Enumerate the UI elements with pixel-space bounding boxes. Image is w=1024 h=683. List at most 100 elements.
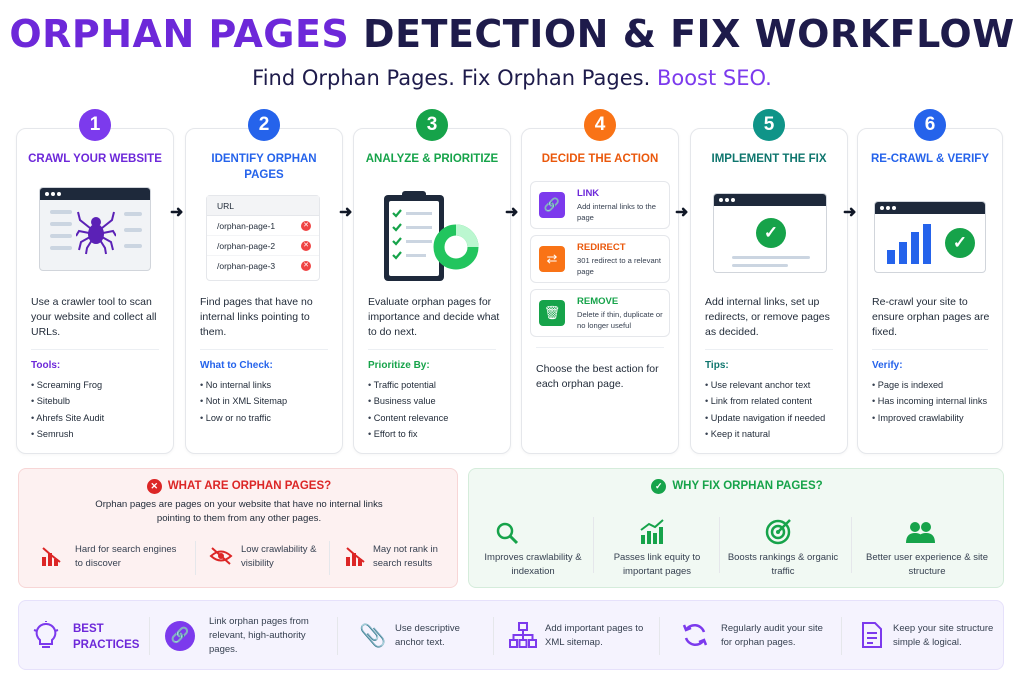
refresh-icon <box>681 621 709 649</box>
divider <box>719 517 720 573</box>
page-title: ORPHAN PAGES DETECTION & FIX WORKFLOW <box>9 12 1015 56</box>
x-circle-icon: ✕ <box>146 479 162 494</box>
divider <box>593 517 594 573</box>
list-item: Keep it natural <box>705 426 839 442</box>
search-icon <box>495 521 519 545</box>
arrow-right-icon: ➜ <box>843 204 857 221</box>
divider <box>841 617 842 655</box>
step-description: Choose the best action for each orphan p… <box>536 363 659 390</box>
list-item: Page is indexed <box>872 377 994 393</box>
step-illustration: URL /orphan-page-1✕ /orphan-page-2✕ /orp… <box>186 185 344 285</box>
step-illustration: ✓ <box>858 185 1004 285</box>
benefit-item: Improves crawlability & indexation <box>484 552 582 577</box>
bar-chart-down-icon <box>345 545 367 567</box>
bar-chart-down-icon <box>41 545 63 567</box>
step-subheading: Prioritize By: <box>368 360 430 371</box>
divider <box>659 617 660 655</box>
target-icon <box>765 517 793 545</box>
list-item: Ahrefs Site Audit <box>31 410 165 426</box>
arrow-right-icon: ➜ <box>170 204 184 221</box>
clipboard-icon <box>384 191 479 281</box>
action-card-remove: 🗑 REMOVE Delete if thin, duplicate or no… <box>530 289 670 337</box>
list-item: Semrush <box>31 426 165 442</box>
check-circle-icon: ✓ <box>651 479 667 494</box>
list-item: Traffic potential <box>368 377 502 393</box>
benefit-item: Boosts rankings & organic traffic <box>727 552 839 577</box>
x-circle-icon: ✕ <box>301 241 311 251</box>
best-practice-item: Keep your site structure simple & logica… <box>893 623 994 648</box>
panel-description: Orphan pages are pages on your website t… <box>95 499 383 524</box>
browser-window: ✓ <box>713 193 827 273</box>
divider <box>149 617 150 655</box>
divider <box>705 349 833 350</box>
step-subheading: Verify: <box>872 360 903 371</box>
x-circle-icon: ✕ <box>301 261 311 271</box>
step-description: Re-crawl your site to ensure orphan page… <box>872 296 990 338</box>
bar-chart-icon <box>887 224 931 264</box>
list-item: Business value <box>368 393 502 409</box>
divider <box>493 617 494 655</box>
document-icon <box>861 621 883 649</box>
url-table: URL /orphan-page-1✕ /orphan-page-2✕ /orp… <box>206 195 320 281</box>
panel-title: ✕WHAT ARE ORPHAN PAGES? <box>19 479 459 494</box>
list-item: No internal links <box>200 377 334 393</box>
best-practice-item: Link orphan pages from relevant, high-au… <box>209 616 309 655</box>
users-icon <box>905 519 935 545</box>
arrow-right-icon: ➜ <box>505 204 519 221</box>
step-description: Find pages that have no internal links p… <box>200 296 313 338</box>
divider <box>195 541 196 575</box>
divider <box>851 517 852 573</box>
step-title: IDENTIFY ORPHAN PAGES <box>211 153 317 181</box>
best-practices-title: BEST PRACTICES <box>73 623 140 651</box>
step-list: Traffic potential Business value Content… <box>368 377 502 443</box>
divider <box>31 349 159 350</box>
list-item: Sitebulb <box>31 393 165 409</box>
step-title: IMPLEMENT THE FIX <box>711 153 827 165</box>
step-subheading: What to Check: <box>200 360 273 371</box>
step-subheading: Tools: <box>31 360 61 371</box>
list-item: Low or no traffic <box>200 410 334 426</box>
list-item: Update navigation if needed <box>705 410 839 426</box>
why-fix-orphan-pages-panel: ✓WHY FIX ORPHAN PAGES? Improves crawlabi… <box>468 468 1004 588</box>
step-list: No internal links Not in XML Sitemap Low… <box>200 377 334 426</box>
table-row: /orphan-page-1✕ <box>207 216 319 236</box>
list-item: Has incoming internal links <box>872 393 994 409</box>
list-item: Not in XML Sitemap <box>200 393 334 409</box>
step-title: ANALYZE & PRIORITIZE <box>365 153 499 165</box>
best-practices-panel: BEST PRACTICES 🔗 Link orphan pages from … <box>18 600 1004 670</box>
divider <box>337 617 338 655</box>
action-card-redirect: ⇄ REDIRECT 301 redirect to a relevant pa… <box>530 235 670 283</box>
step-illustration: ✓ <box>691 185 849 285</box>
growth-chart-icon <box>639 519 665 545</box>
divider <box>200 349 328 350</box>
best-practice-item: Add important pages to XML sitemap. <box>545 623 644 648</box>
step-number-badge: 3 <box>416 109 448 141</box>
step-number-badge: 5 <box>753 109 785 141</box>
list-item: Link from related content <box>705 393 839 409</box>
browser-window: ✓ <box>874 201 986 273</box>
step-card-5: 5 IMPLEMENT THE FIX ✓ Add internal links… <box>690 109 849 454</box>
arrow-right-icon: ➜ <box>339 204 353 221</box>
table-row: /orphan-page-2✕ <box>207 236 319 256</box>
step-title: RE-CRAWL & VERIFY <box>871 153 989 165</box>
step-description: Use a crawler tool to scan your website … <box>31 296 157 338</box>
problem-item: Hard for search engines to discover <box>75 544 177 569</box>
arrow-right-icon: ➜ <box>675 204 689 221</box>
step-card-2: 2 IDENTIFY ORPHAN PAGES URL /orphan-page… <box>185 109 344 454</box>
list-item: Effort to fix <box>368 426 502 442</box>
paperclip-icon: 📎 <box>359 623 387 648</box>
benefit-item: Passes link equity to important pages <box>613 552 701 577</box>
step-list: Use relevant anchor text Link from relat… <box>705 377 839 443</box>
step-number-badge: 6 <box>914 109 946 141</box>
step-number-badge: 2 <box>248 109 280 141</box>
step-description: Add internal links, set up redirects, or… <box>705 296 830 338</box>
step-illustration <box>17 185 175 285</box>
list-item: Content relevance <box>368 410 502 426</box>
divider <box>872 349 988 350</box>
divider <box>368 349 496 350</box>
spider-icon <box>76 211 116 255</box>
step-number-badge: 4 <box>584 109 616 141</box>
eye-off-icon <box>209 545 233 567</box>
step-number-badge: 1 <box>79 109 111 141</box>
what-are-orphan-pages-panel: ✕WHAT ARE ORPHAN PAGES? Orphan pages are… <box>18 468 458 588</box>
